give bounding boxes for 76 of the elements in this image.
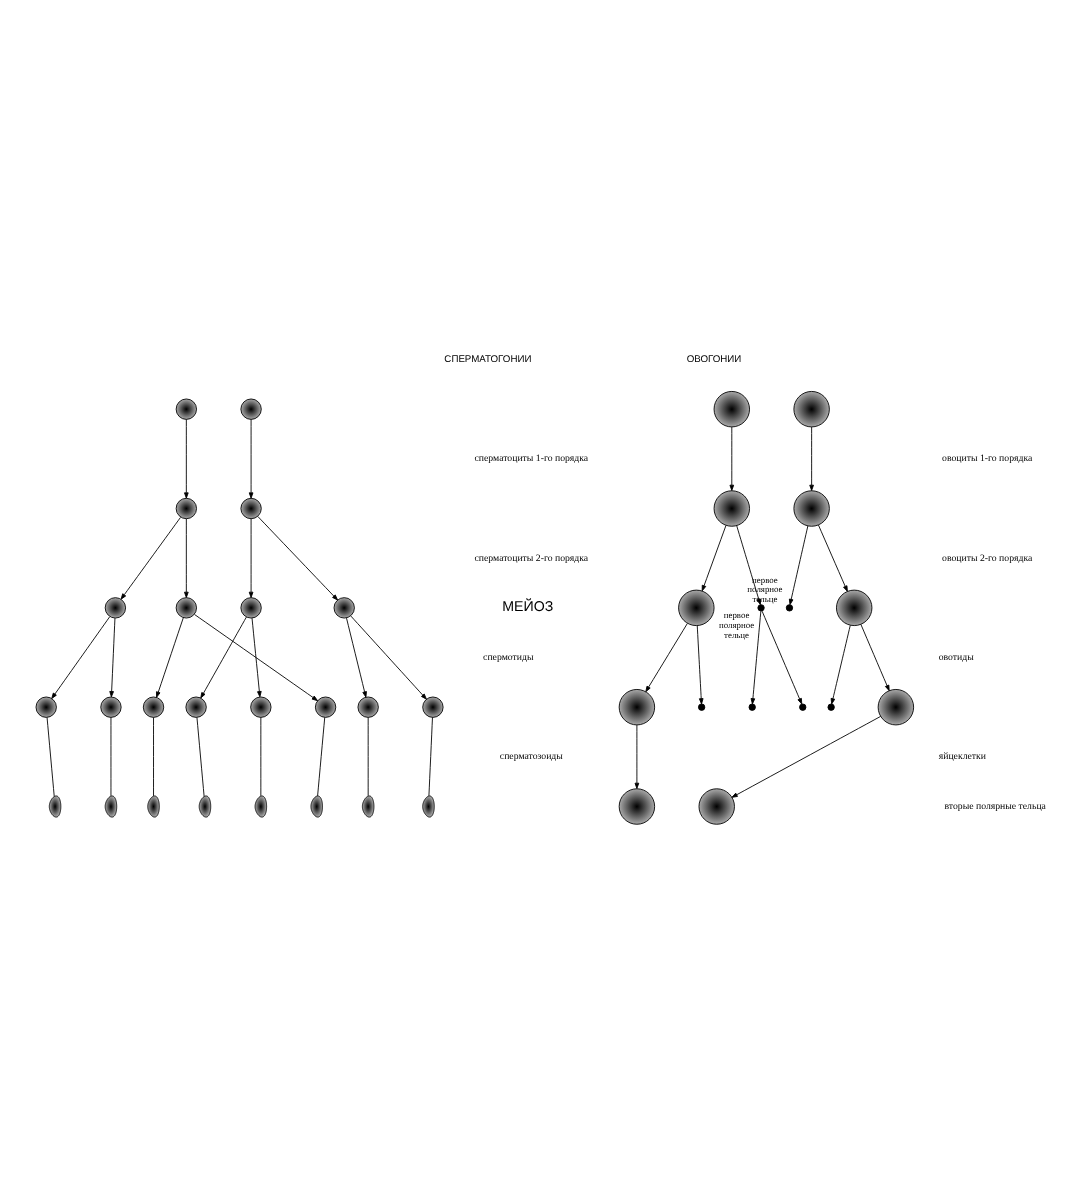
node-circle xyxy=(240,597,262,619)
node-circle xyxy=(100,696,122,718)
node-circle xyxy=(678,589,715,627)
arrow xyxy=(860,623,890,692)
node-circle xyxy=(35,696,57,718)
node-dot xyxy=(827,703,835,711)
arrow xyxy=(788,525,809,606)
node-circle xyxy=(104,597,127,619)
connector xyxy=(317,717,326,797)
node-circle xyxy=(422,696,444,718)
node-circle xyxy=(713,391,750,428)
arrow xyxy=(701,525,727,592)
arrow xyxy=(248,518,254,598)
arrow xyxy=(184,518,189,598)
node-circle xyxy=(357,696,379,718)
node-sperm xyxy=(198,795,212,818)
node-circle xyxy=(713,490,750,527)
node-circle xyxy=(250,696,272,718)
arrow xyxy=(350,615,427,700)
node-circle xyxy=(240,398,262,420)
node-circle xyxy=(175,398,197,420)
arrow xyxy=(120,516,181,600)
arrow xyxy=(109,617,116,698)
arrow xyxy=(248,418,254,499)
node-sperm xyxy=(104,795,118,818)
arrow xyxy=(257,515,339,601)
node-circle xyxy=(836,589,873,627)
arrow xyxy=(200,616,247,699)
node-circle xyxy=(793,391,830,428)
node-dot xyxy=(748,703,756,711)
arrow xyxy=(194,614,318,702)
node-circle xyxy=(793,490,830,527)
node-sperm xyxy=(310,795,323,818)
arrow xyxy=(736,525,762,606)
node-circle xyxy=(185,696,207,718)
arrow xyxy=(809,426,814,491)
arrow xyxy=(634,724,640,789)
connector xyxy=(260,717,262,797)
arrow xyxy=(645,623,688,693)
node-sperm xyxy=(48,795,62,818)
node-circle xyxy=(698,788,735,825)
arrow xyxy=(830,624,851,705)
arrow xyxy=(156,617,184,698)
connector xyxy=(367,717,369,797)
node-sperm xyxy=(361,795,375,818)
node-circle xyxy=(333,597,355,619)
arrow xyxy=(731,715,882,798)
node-circle xyxy=(175,497,197,520)
arrow xyxy=(346,617,367,698)
arrow xyxy=(750,610,762,705)
arrow xyxy=(818,524,848,592)
arrow xyxy=(761,610,803,705)
node-sperm xyxy=(254,795,268,818)
node-circle xyxy=(240,497,262,520)
node-circle xyxy=(618,689,656,726)
connector xyxy=(196,717,205,797)
connector xyxy=(110,717,112,797)
arrow xyxy=(184,418,189,499)
node-dot xyxy=(698,703,706,711)
arrow xyxy=(51,616,111,699)
arrow xyxy=(696,625,704,705)
arrow xyxy=(729,426,735,491)
node-dot xyxy=(799,703,807,711)
connector xyxy=(153,717,154,797)
node-circle xyxy=(175,597,197,619)
node-sperm xyxy=(147,795,160,818)
node-dot xyxy=(785,604,794,612)
node-dot xyxy=(757,604,765,612)
node-circle xyxy=(877,689,915,726)
node-circle xyxy=(142,696,165,718)
node-sperm xyxy=(422,795,435,818)
node-circle xyxy=(618,788,656,825)
connector xyxy=(46,717,55,797)
arrow xyxy=(251,617,262,698)
node-circle xyxy=(314,696,337,718)
connector xyxy=(428,717,433,797)
